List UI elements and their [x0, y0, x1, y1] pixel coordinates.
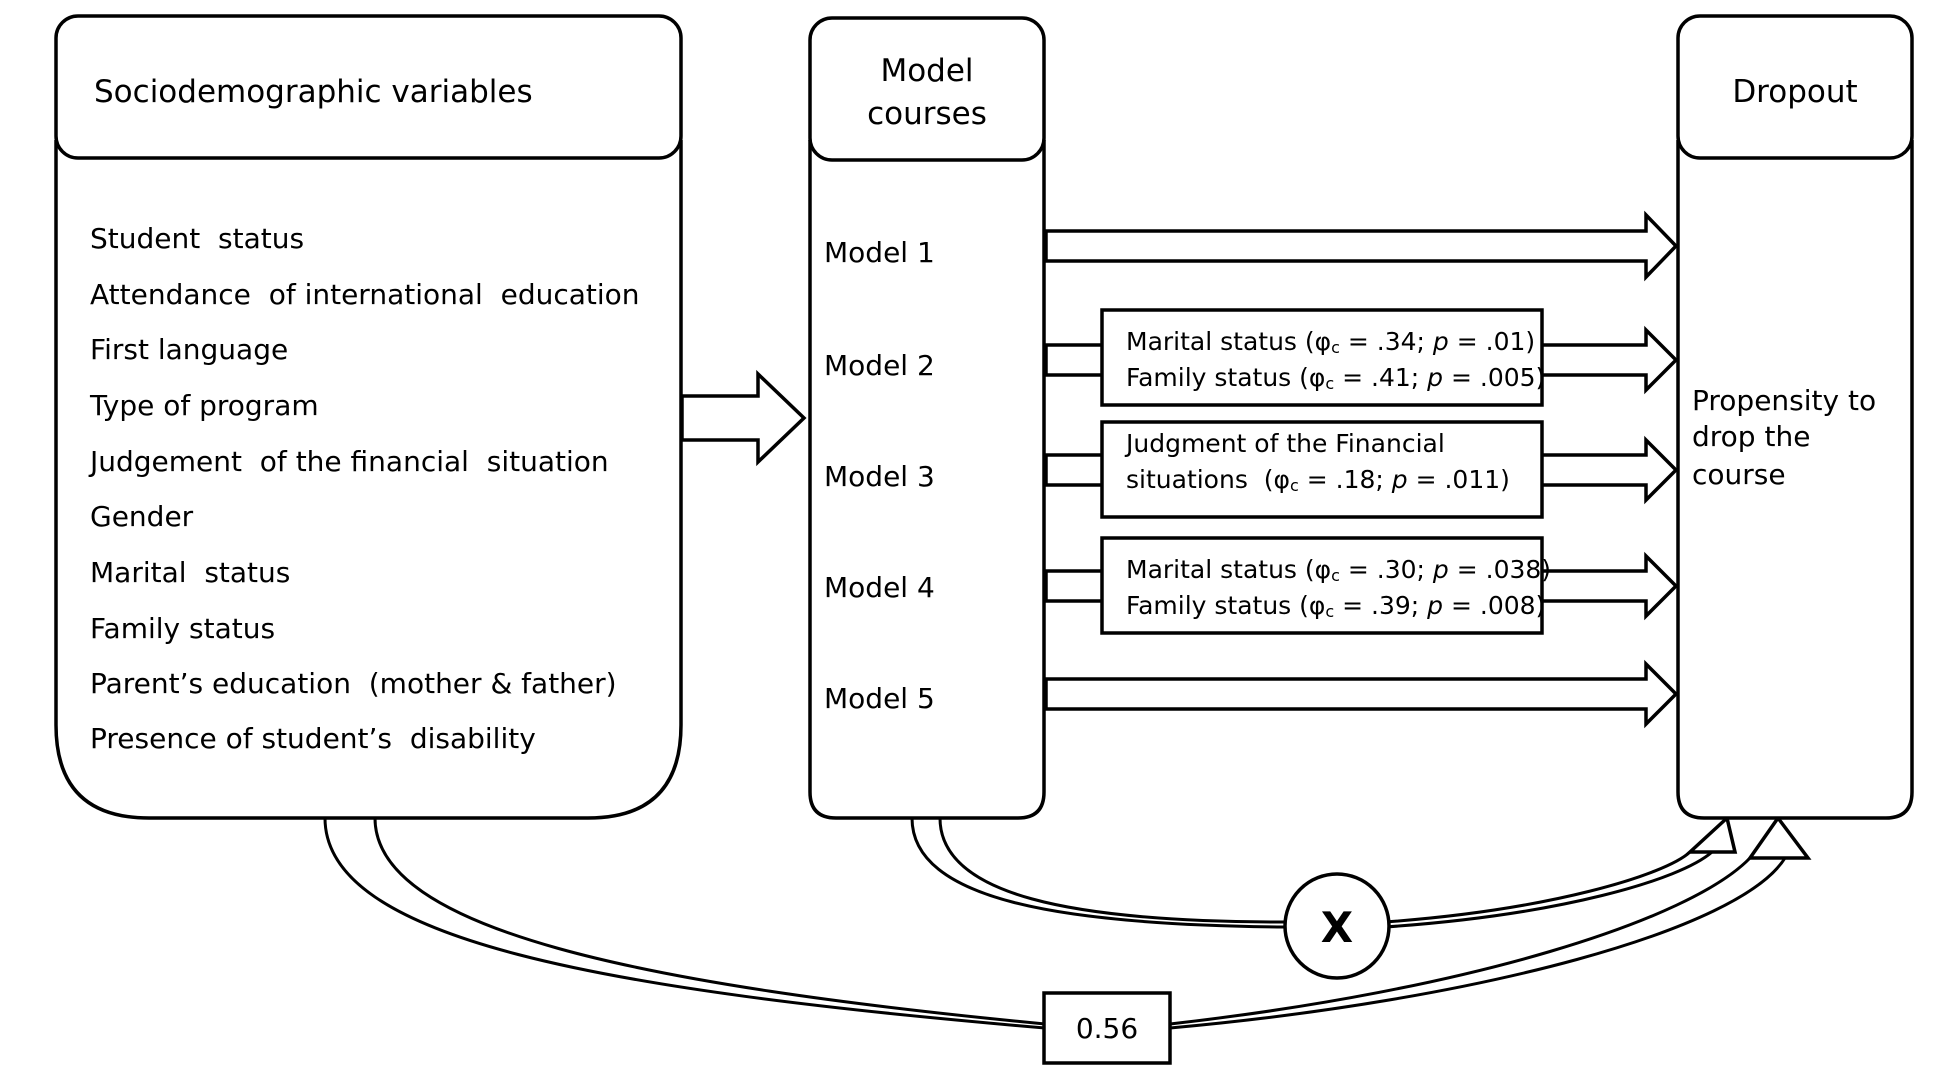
model-2-effect-line1: Marital status (φc = .34; p = .01)	[1126, 327, 1535, 357]
interaction-circle	[1283, 872, 1391, 980]
model-2-effect: Marital status (φc = .34; p = .01) Famil…	[1044, 308, 1679, 407]
model-5-arrow	[1044, 659, 1679, 729]
sociodemographic-box: Sociodemographic variables Student statu…	[54, 14, 683, 820]
variable-item: Family status	[90, 612, 275, 645]
direct-effect-node: 0.56	[1042, 991, 1172, 1065]
variable-item: Marital status	[90, 556, 290, 589]
model-4-effect: Marital status (φc = .30; p = .038) Fami…	[1044, 536, 1679, 635]
sociodemographic-title: Sociodemographic variables	[94, 74, 533, 110]
dropout-title: Dropout	[1732, 74, 1857, 110]
variable-item: Attendance of international education	[90, 278, 640, 311]
variable-item: Parent’s education (mother & father)	[90, 667, 617, 700]
direct-effect-arrowhead	[1746, 815, 1812, 860]
variable-item: First language	[90, 333, 288, 366]
model-4-effect-line1: Marital status (φc = .30; p = .038)	[1126, 555, 1551, 585]
propensity-line2: drop the	[1692, 420, 1810, 453]
model-courses-header	[808, 16, 1046, 162]
model-4-effect-box	[1100, 536, 1544, 635]
model-3-effect-line1: Judgment of the Financial	[1124, 429, 1445, 458]
model-courses-title-line1: Model	[880, 53, 973, 89]
dropout-box: Dropout Propensity to drop the course	[1676, 14, 1914, 820]
variable-item: Judgement of the financial situation	[88, 445, 609, 478]
propensity-line1: Propensity to	[1692, 384, 1876, 417]
model-5-label: Model 5	[824, 682, 935, 715]
propensity-line3: course	[1692, 458, 1786, 491]
variable-item: Student status	[90, 222, 304, 255]
socio-to-models-arrow	[680, 369, 807, 467]
sociodemographic-header	[54, 14, 683, 160]
model-courses-box: Model courses Model 1 Model 2 Model 3 Mo…	[808, 16, 1046, 820]
model-2-effect-box	[1100, 308, 1544, 407]
interaction-node: X	[1283, 872, 1391, 980]
model-3-effect-box	[1100, 420, 1544, 519]
model-1-label: Model 1	[824, 236, 935, 269]
model-courses-title-line2: courses	[867, 96, 987, 132]
variable-item: Presence of student’s disability	[90, 722, 536, 755]
variable-item: Type of program	[89, 389, 319, 422]
model-3-effect-line2: situations (φc = .18; p = .011)	[1126, 465, 1510, 495]
dropout-header	[1676, 14, 1914, 160]
model-3-effect: Judgment of the Financial situations (φc…	[1044, 420, 1679, 519]
variable-list: Student status Attendance of internation…	[88, 222, 640, 755]
interaction-symbol: X	[1321, 903, 1353, 952]
model-1-arrow	[1044, 210, 1679, 282]
model-2-effect-line2: Family status (φc = .41; p = .005)	[1126, 363, 1545, 393]
variable-item: Gender	[90, 500, 194, 533]
model-4-label: Model 4	[824, 571, 935, 604]
direct-effect-value: 0.56	[1076, 1012, 1138, 1045]
direct-effect-curve	[323, 815, 1812, 1030]
interaction-arrowhead	[1685, 814, 1738, 854]
model-4-effect-line2: Family status (φc = .39; p = .008)	[1126, 591, 1545, 621]
direct-effect-box	[1042, 991, 1172, 1065]
model-3-label: Model 3	[824, 460, 935, 493]
model-2-label: Model 2	[824, 349, 935, 382]
